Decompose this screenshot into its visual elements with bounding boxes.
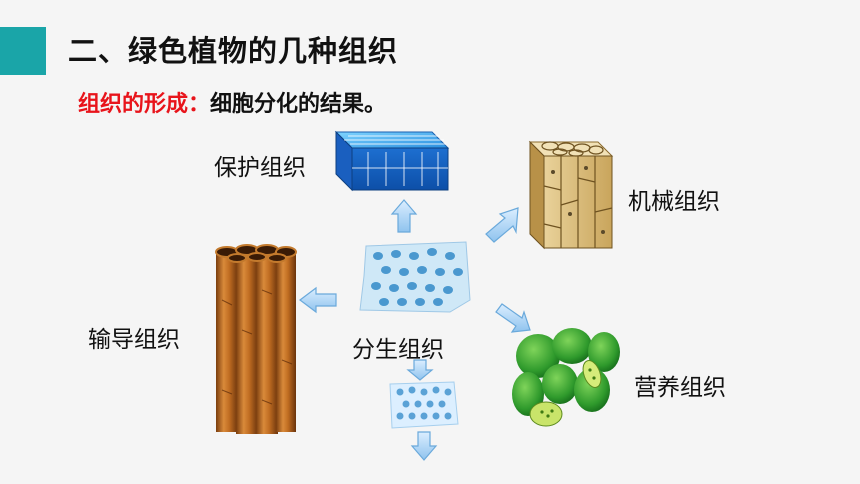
slide-subtitle: 组织的形成：细胞分化的结果。 [78, 86, 386, 118]
mechanical-tissue-image [528, 140, 614, 250]
mechanical-tissue-label: 机械组织 [628, 189, 720, 215]
accent-bar [0, 27, 46, 75]
conducting-tissue-label: 输导组织 [88, 327, 180, 353]
meristem-tissue-label: 分生组织 [352, 337, 444, 363]
subtitle-text: 细胞分化的结果。 [210, 92, 387, 117]
meristem-tissue-image [359, 241, 471, 313]
arrow-to-mechanical [485, 207, 519, 243]
conducting-tissue-image [215, 244, 297, 434]
arrow-to-protective [390, 199, 418, 233]
arrow-down-lower [410, 431, 438, 461]
nutritive-tissue-image [512, 328, 620, 427]
subtitle-label: 组织的形成： [78, 92, 211, 117]
nutritive-tissue-label: 营养组织 [634, 375, 726, 401]
arrow-to-nutritive [495, 303, 531, 333]
slide-title: 二、绿色植物的几种组织 [68, 34, 399, 68]
protective-tissue-label: 保护组织 [214, 155, 306, 181]
arrow-to-conducting [299, 286, 337, 314]
protective-tissue-image [334, 130, 450, 192]
arrow-down-upper [406, 359, 434, 381]
dividing-cells-image [389, 381, 459, 429]
